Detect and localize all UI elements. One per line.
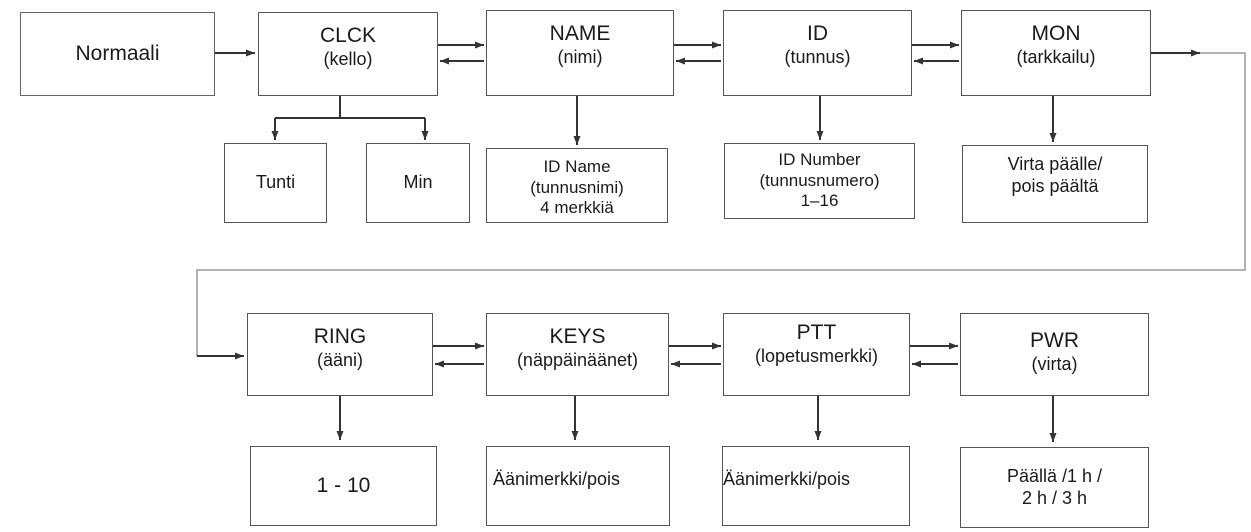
name-box: NAME (nimi) — [486, 10, 674, 96]
ring-box: RING (ääni) — [247, 313, 433, 396]
keys-sub: (näppäinäänet) — [516, 349, 639, 370]
ring-value-box: 1 - 10 — [250, 446, 437, 526]
id-box: ID (tunnus) — [723, 10, 912, 96]
id-title: ID — [807, 22, 828, 45]
id-name-box: ID Name (tunnusnimi) 4 merkkiä — [486, 148, 668, 223]
ring-value: 1 - 10 — [316, 474, 371, 498]
tunti-label: Tunti — [255, 172, 296, 193]
ptt-title: PTT — [796, 321, 837, 344]
clck-sub: (kello) — [323, 48, 373, 69]
ring-sub: (ääni) — [316, 349, 364, 370]
id-number-line-2: (tunnusnumero) — [759, 170, 880, 190]
mon-box: MON (tarkkailu) — [961, 10, 1151, 96]
keys-title: KEYS — [549, 325, 606, 348]
min-box: Min — [366, 143, 470, 223]
id-number-box: ID Number (tunnusnumero) 1–16 — [724, 143, 915, 219]
name-sub: (nimi) — [557, 46, 603, 67]
wrap-line — [196, 52, 1246, 356]
id-number-line-1: ID Number — [778, 150, 861, 169]
virta-box: Virta päälle/ pois päältä — [962, 145, 1148, 223]
keys-value: Äänimerkki/pois — [493, 469, 621, 489]
ptt-value: Äänimerkki/pois — [723, 469, 851, 489]
mon-sub: (tarkkailu) — [1016, 46, 1096, 67]
id-number-line-3: 1–16 — [800, 191, 839, 211]
keys-value-box: Äänimerkki/pois — [486, 446, 670, 526]
ring-title: RING — [313, 325, 367, 348]
pwr-value-line-1: Päällä /1 h / — [1006, 465, 1103, 486]
keys-box: KEYS (näppäinäänet) — [486, 313, 669, 396]
name-title: NAME — [549, 22, 611, 45]
clck-box: CLCK (kello) — [258, 12, 438, 96]
ptt-box: PTT (lopetusmerkki) — [723, 313, 910, 396]
id-name-line-1: ID Name — [543, 157, 611, 176]
ptt-value-box: Äänimerkki/pois — [722, 446, 910, 526]
pwr-title: PWR — [1030, 329, 1079, 352]
virta-line-2: pois päältä — [1011, 175, 1099, 196]
virta-line-1: Virta päälle/ — [1007, 154, 1103, 174]
pwr-value-line-2: 2 h / 3 h — [1021, 487, 1088, 508]
min-label: Min — [403, 172, 433, 193]
clck-title: CLCK — [319, 24, 377, 47]
id-name-line-2: (tunnusnimi) — [530, 177, 624, 197]
id-name-line-3: 4 merkkiä — [540, 198, 614, 218]
pwr-sub: (virta) — [1031, 353, 1078, 374]
id-sub: (tunnus) — [784, 46, 851, 67]
pwr-box: PWR (virta) — [960, 313, 1149, 396]
tunti-box: Tunti — [224, 143, 327, 223]
ptt-sub: (lopetusmerkki) — [754, 345, 879, 366]
pwr-value-box: Päällä /1 h / 2 h / 3 h — [960, 447, 1149, 528]
normaali-box: Normaali — [20, 12, 215, 96]
mon-title: MON — [1031, 22, 1081, 45]
normaali-label: Normaali — [75, 42, 160, 66]
